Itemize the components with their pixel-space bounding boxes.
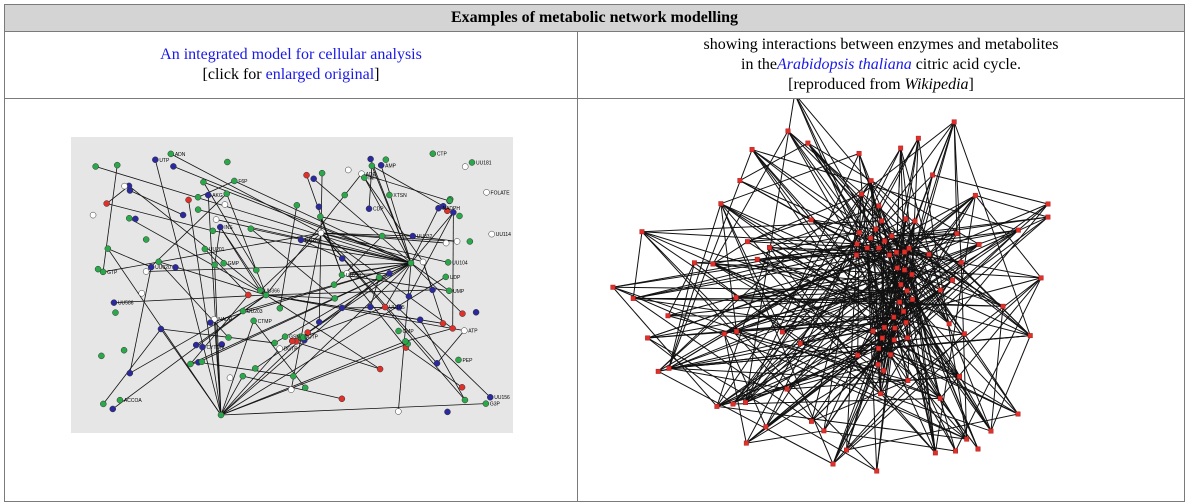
svg-text:UU156: UU156: [494, 395, 510, 401]
svg-text:NADPH: NADPH: [442, 206, 460, 212]
integrated-model-link[interactable]: An integrated model for cellular analysi…: [160, 46, 422, 63]
right-caption-line1: showing interactions between enzymes and…: [703, 36, 1059, 53]
svg-text:UU586: UU586: [118, 301, 134, 307]
right-image-cell: [577, 98, 1185, 502]
svg-text:XTSN: XTSN: [393, 193, 407, 199]
svg-text:GSN: GSN: [289, 335, 300, 341]
svg-text:ADP: ADP: [366, 172, 377, 178]
svg-text:UU020: UU020: [155, 265, 171, 271]
svg-text:DGTP: DGTP: [284, 347, 299, 353]
svg-text:CDP: CDP: [373, 207, 384, 213]
wikipedia-source: Wikipedia: [904, 76, 969, 93]
svg-text:CYTDnt: CYTDnt: [206, 345, 224, 351]
table-title: Examples of metabolic network modelling: [4, 4, 1185, 32]
svg-text:UU104: UU104: [452, 260, 468, 266]
svg-text:PEP: PEP: [462, 358, 473, 364]
svg-text:F6P: F6P: [238, 179, 248, 185]
graph-nodes: [610, 119, 1051, 474]
right-caption-prefix: in the: [741, 56, 778, 73]
svg-text:UU203: UU203: [247, 309, 263, 315]
svg-text:UMP: UMP: [453, 289, 465, 295]
svg-text:CTP: CTP: [437, 152, 448, 158]
svg-text:ATP: ATP: [468, 329, 478, 335]
svg-text:UU221: UU221: [346, 273, 362, 279]
citric-acid-cycle-network-image: [610, 99, 1051, 474]
arabidopsis-link[interactable]: Arabidopsis thaliana: [777, 56, 912, 73]
svg-text:GMP: GMP: [228, 261, 240, 267]
svg-text:ACCOA: ACCOA: [124, 398, 142, 404]
svg-text:UU114: UU114: [496, 232, 511, 238]
metabolic-network-image[interactable]: UU181PEPFOLATENADPHNADPG3PF6PUU114UU203U…: [5, 99, 577, 501]
click-prefix: [click for: [202, 66, 266, 83]
svg-text:UU366: UU366: [264, 288, 280, 294]
svg-text:UU181: UU181: [476, 160, 492, 166]
arabidopsis-link-text: Arabidopsis thaliana: [777, 56, 912, 73]
graph-edges: [612, 99, 1049, 472]
svg-text:UDP: UDP: [450, 275, 461, 281]
examples-table: Examples of metabolic network modelling …: [4, 4, 1185, 502]
source-suffix: ]: [968, 76, 974, 93]
svg-text:G3P: G3P: [490, 402, 501, 408]
right-caption-suffix: citric acid cycle.: [911, 56, 1021, 73]
svg-text:UU201: UU201: [209, 247, 225, 253]
enlarged-original-link[interactable]: enlarged original: [265, 66, 375, 83]
svg-text:UU280: UU280: [305, 238, 321, 244]
svg-text:UU332: UU332: [417, 234, 433, 240]
svg-text:UTP: UTP: [159, 158, 170, 164]
right-caption-cell: showing interactions between enzymes and…: [577, 31, 1185, 99]
svg-text:AKG: AKG: [212, 193, 223, 199]
click-suffix: ]: [374, 66, 380, 83]
source-prefix: [reproduced from: [788, 76, 905, 93]
svg-text:FOLATE: FOLATE: [491, 190, 511, 196]
svg-text:NADP: NADP: [218, 317, 233, 323]
svg-text:UU105: UU105: [389, 305, 405, 311]
network-node-labels: UU181PEPFOLATENADPHNADPG3PF6PUU114UU203U…: [107, 152, 511, 408]
svg-text:INP: INP: [368, 176, 377, 182]
left-caption-cell: An integrated model for cellular analysi…: [4, 31, 578, 99]
svg-text:INS: INS: [224, 225, 233, 231]
svg-text:GTP: GTP: [107, 270, 118, 276]
svg-text:AMP: AMP: [385, 163, 397, 169]
network-nodes: [89, 150, 495, 419]
svg-text:CMP: CMP: [403, 329, 415, 335]
svg-text:ADN: ADN: [175, 152, 186, 158]
svg-text:CTMP: CTMP: [258, 319, 273, 325]
svg-text:DCTP: DCTP: [304, 335, 318, 341]
